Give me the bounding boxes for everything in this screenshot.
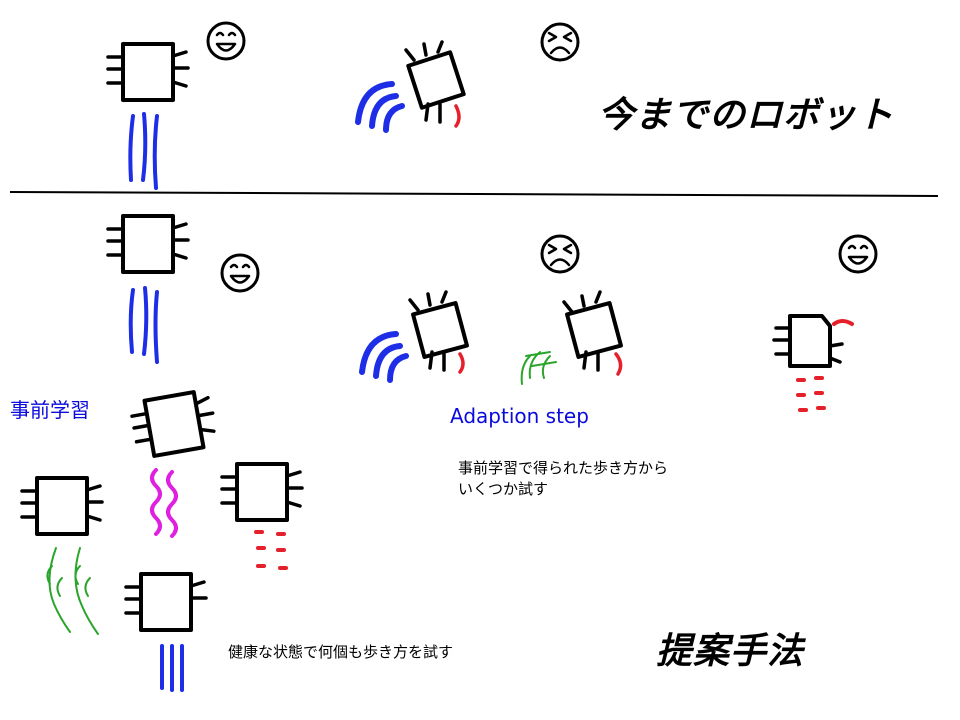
sad-face-icon	[540, 22, 580, 62]
section-divider	[9, 191, 939, 197]
bottom-damaged-robot-2	[562, 290, 623, 376]
bottom-adapted-robot	[772, 314, 854, 368]
top-damaged-robot	[404, 40, 466, 128]
top-healthy-robot	[106, 42, 190, 102]
pretrain-gait-blue	[160, 644, 184, 692]
pretraining-note: 健康な状態で何個も歩き方を試す	[228, 643, 454, 661]
pretraining-label: 事前学習	[10, 398, 90, 422]
adaption-step-label: Adaption step	[450, 404, 589, 428]
happy-face-icon	[206, 21, 246, 61]
pretrain-robot-green	[20, 476, 104, 536]
bottom-damaged-gait-green	[520, 351, 557, 385]
happy-face-icon	[220, 253, 260, 293]
sad-face-icon	[540, 234, 580, 274]
top-healthy-gait	[128, 112, 159, 190]
bottom-adapted-gait-red	[796, 376, 826, 412]
pretrain-robot-blue	[124, 572, 208, 632]
previous-robots-title: 今までのロボット	[598, 95, 895, 136]
bottom-healthy-robot	[106, 214, 190, 274]
happy-face-icon	[838, 234, 878, 274]
adaption-note-line1: 事前学習で得られた歩き方から	[458, 459, 669, 477]
bottom-damaged-gait-blue	[359, 331, 409, 383]
pretrain-gait-magenta	[150, 468, 178, 538]
bottom-damaged-robot-1	[408, 290, 469, 374]
pretrain-gait-green	[46, 547, 99, 635]
pretrain-gait-red	[254, 530, 288, 570]
pretrain-robot-magenta	[127, 387, 221, 461]
adaption-note: 事前学習で得られた歩き方から いくつか試す	[458, 458, 668, 500]
pretrain-robot-red	[220, 462, 304, 522]
proposed-method-title: 提案手法	[656, 631, 805, 672]
top-damaged-gait	[355, 81, 405, 133]
bottom-healthy-gait	[128, 286, 159, 364]
adaption-note-line2: いくつか試す	[458, 480, 549, 498]
